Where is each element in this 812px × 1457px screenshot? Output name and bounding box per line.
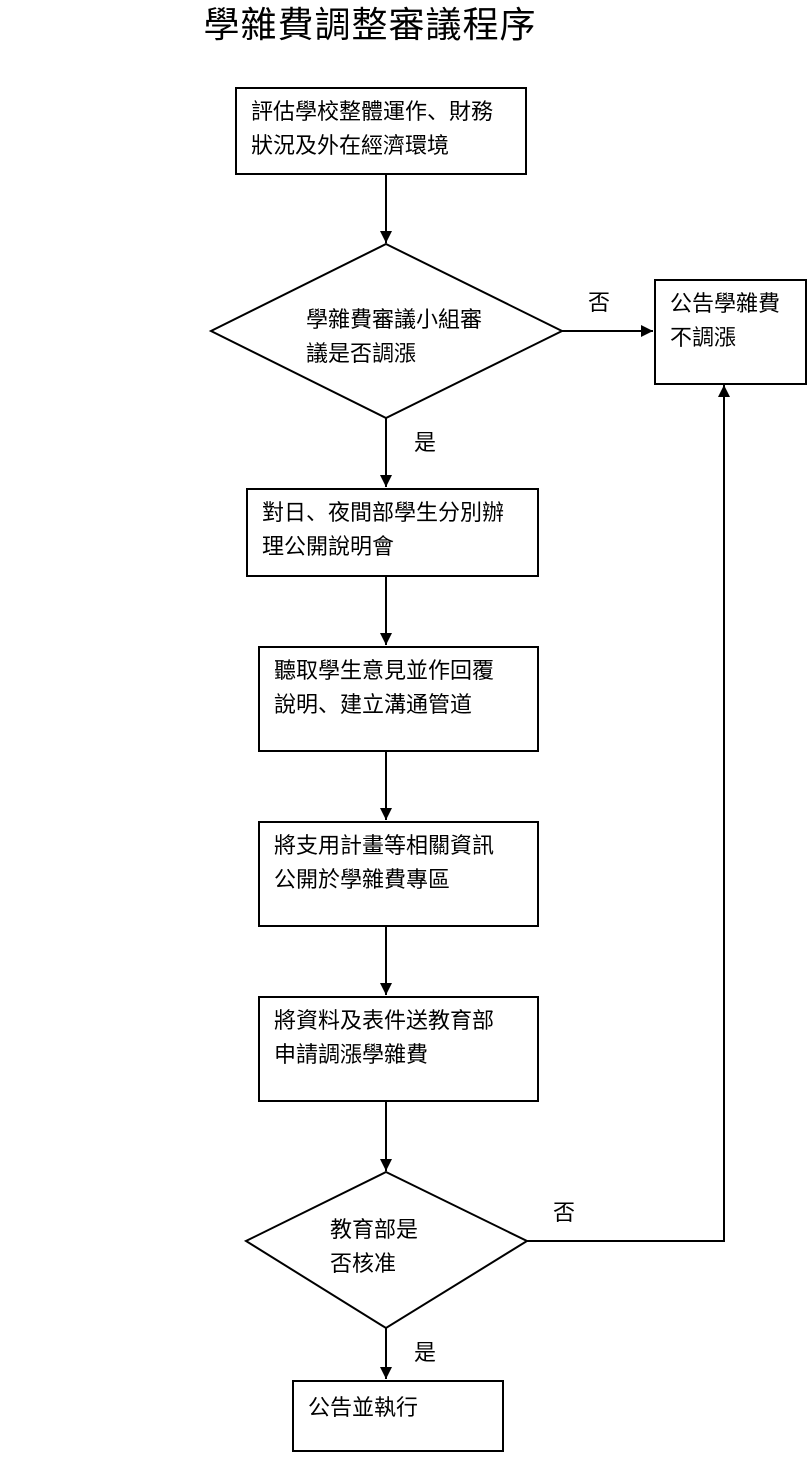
page-title: 學雜費調整審議程序 (203, 5, 537, 46)
review-no-label: 否 (588, 291, 611, 316)
review-decision-line-1: 學雜費審議小組審 (306, 308, 483, 333)
submit-box: 將資料及表件送教育部 申請調漲學雜費 (258, 996, 539, 1102)
review-yes-label: 是 (414, 431, 437, 456)
announce-no-increase-line-2: 不調漲 (670, 326, 737, 351)
execute-line-1: 公告並執行 (308, 1396, 419, 1421)
review-decision-line-2: 議是否調漲 (306, 342, 417, 367)
publish-box: 將支用計畫等相關資訊 公開於學雜費專區 (258, 821, 539, 927)
publish-line-1: 將支用計畫等相關資訊 (274, 834, 495, 859)
moe-no-label: 否 (553, 1201, 576, 1226)
evaluate-line-2: 狀況及外在經濟環境 (251, 134, 450, 159)
announce-no-increase-line-1: 公告學雜費 (670, 292, 781, 317)
briefing-line-1: 對日、夜間部學生分別辦 (262, 501, 505, 526)
moe-decision-text: 教育部是 否核准 (330, 1214, 418, 1282)
evaluate-line-1: 評估學校整體運作、財務 (251, 100, 494, 125)
arrow-moe-no-to-announce (527, 385, 730, 1242)
submit-line-1: 將資料及表件送教育部 (274, 1009, 495, 1034)
briefing-line-2: 理公開說明會 (262, 535, 395, 560)
submit-line-2: 申請調漲學雜費 (274, 1043, 429, 1068)
listen-line-2: 說明、建立溝通管道 (274, 693, 473, 718)
execute-box: 公告並執行 (292, 1380, 504, 1452)
evaluate-box: 評估學校整體運作、財務 狀況及外在經濟環境 (235, 87, 527, 175)
moe-decision-line-2: 否核准 (330, 1252, 397, 1277)
listen-box: 聽取學生意見並作回覆 說明、建立溝通管道 (258, 646, 539, 752)
listen-line-1: 聽取學生意見並作回覆 (274, 659, 495, 684)
publish-line-2: 公開於學雜費專區 (274, 868, 451, 893)
moe-decision-line-1: 教育部是 (330, 1218, 419, 1243)
review-decision-text: 學雜費審議小組審 議是否調漲 (306, 304, 482, 372)
briefing-box: 對日、夜間部學生分別辦 理公開說明會 (246, 488, 539, 577)
announce-no-increase-box: 公告學雜費 不調漲 (654, 279, 807, 385)
moe-yes-label: 是 (414, 1341, 437, 1366)
